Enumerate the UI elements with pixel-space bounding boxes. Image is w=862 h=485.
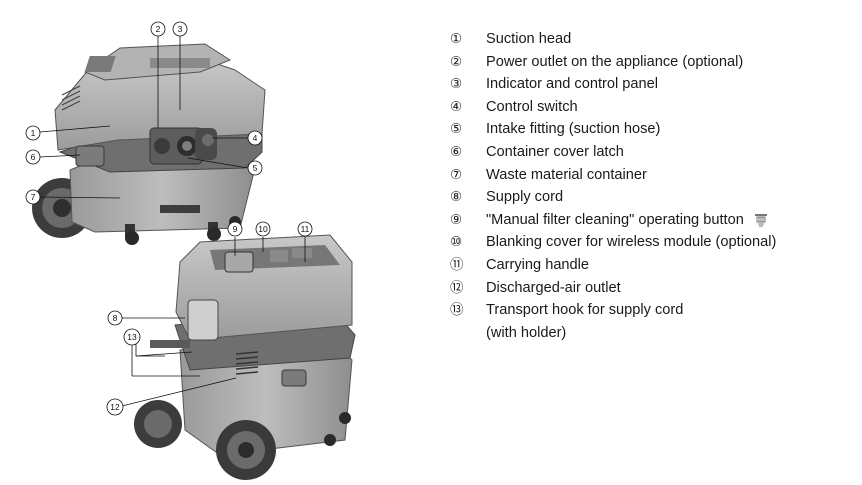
- legend-label: Suction head: [486, 31, 572, 47]
- legend-item-4: ④ Control switch: [450, 96, 860, 119]
- legend-label: Transport hook for supply cord: [486, 302, 684, 319]
- legend-item-2: ② Power outlet on the appliance (optiona…: [450, 51, 860, 74]
- legend-item-6: ⑥ Container cover latch: [450, 141, 860, 164]
- legend-label: "Manual filter cleaning" operating butto…: [486, 211, 744, 228]
- vacuum-rear-view: [134, 234, 356, 480]
- legend-item-5: ⑤ Intake fitting (suction hose): [450, 118, 860, 141]
- legend-number: ⑤: [450, 121, 463, 137]
- legend-label: Power outlet on the appliance (optional): [486, 53, 744, 70]
- svg-text:3: 3: [178, 24, 183, 34]
- legend-number: ②: [450, 53, 463, 69]
- svg-text:5: 5: [253, 163, 258, 173]
- legend-item-7: ⑦ Waste material container: [450, 164, 860, 187]
- legend-number: ⑦: [450, 166, 463, 182]
- callout-8: 8: [107, 310, 123, 326]
- legend-number: ⑨: [450, 211, 463, 227]
- legend-item-1: ① Suction head: [450, 28, 860, 51]
- svg-text:8: 8: [113, 313, 118, 323]
- callout-6: 6: [25, 149, 41, 165]
- legend-label: Carrying handle: [486, 256, 590, 273]
- legend-label: Control switch: [486, 98, 578, 115]
- callout-5: 5: [247, 160, 263, 176]
- legend-label: Indicator and control panel: [486, 76, 658, 93]
- filter-cleaning-icon: [754, 213, 767, 227]
- callout-10: 10: [255, 221, 271, 237]
- svg-text:4: 4: [253, 133, 258, 143]
- parts-legend: ① Suction head ② Power outlet on the app…: [450, 28, 860, 344]
- vacuum-front-view: [32, 43, 266, 245]
- legend-label-continued: (with holder): [486, 324, 567, 341]
- svg-text:1: 1: [31, 128, 36, 138]
- legend-item-13: ⑬ Transport hook for supply cord (with h…: [450, 299, 860, 344]
- legend-item-11: ⑪ Carrying handle: [450, 254, 860, 277]
- legend-item-12: ⑫ Discharged-air outlet: [450, 277, 860, 300]
- legend-number: ④: [450, 98, 463, 114]
- callout-1: 1: [25, 125, 41, 141]
- legend-number: ⑧: [450, 189, 463, 205]
- legend-number: ⑩: [450, 234, 463, 250]
- legend-number: ⑪: [450, 256, 464, 272]
- legend-label: Container cover latch: [486, 143, 624, 160]
- callout-2: 2: [150, 21, 166, 37]
- callout-9: 9: [227, 221, 243, 237]
- svg-text:13: 13: [127, 332, 137, 342]
- legend-number: ⑬: [450, 302, 464, 318]
- legend-number: ⑫: [450, 279, 464, 295]
- svg-text:11: 11: [301, 224, 310, 234]
- legend-label: Blanking cover for wireless module (opti…: [486, 234, 777, 251]
- legend-number: ⑥: [450, 143, 463, 159]
- callout-7: 7: [25, 189, 41, 205]
- legend-item-10: ⑩ Blanking cover for wireless module (op…: [450, 231, 860, 254]
- legend-label: Supply cord: [486, 189, 564, 206]
- legend-number: ③: [450, 76, 463, 92]
- legend-item-9: ⑨ "Manual filter cleaning" operating but…: [450, 209, 860, 232]
- legend-item-8: ⑧ Supply cord: [450, 186, 860, 209]
- callout-leaders: [39, 36, 306, 407]
- svg-text:9: 9: [233, 224, 238, 234]
- svg-text:7: 7: [31, 192, 36, 202]
- legend-label: Waste material container: [486, 166, 647, 183]
- legend-item-3: ③ Indicator and control panel: [450, 73, 860, 96]
- callout-11: 11: [297, 221, 313, 237]
- svg-text:12: 12: [110, 402, 120, 412]
- vacuum-illustrations: 2 3 1 4 6 5 7 9 10 11 8 13 12: [25, 21, 356, 480]
- legend-label: Intake fitting (suction hose): [486, 121, 661, 138]
- svg-text:6: 6: [31, 152, 36, 162]
- svg-text:2: 2: [156, 24, 161, 34]
- callout-12: 12: [106, 398, 124, 416]
- callout-4: 4: [247, 130, 263, 146]
- callout-3: 3: [172, 21, 188, 37]
- legend-label: Discharged-air outlet: [486, 279, 621, 296]
- callout-13: 13: [123, 328, 141, 346]
- legend-number: ①: [450, 31, 463, 46]
- svg-text:10: 10: [258, 224, 268, 234]
